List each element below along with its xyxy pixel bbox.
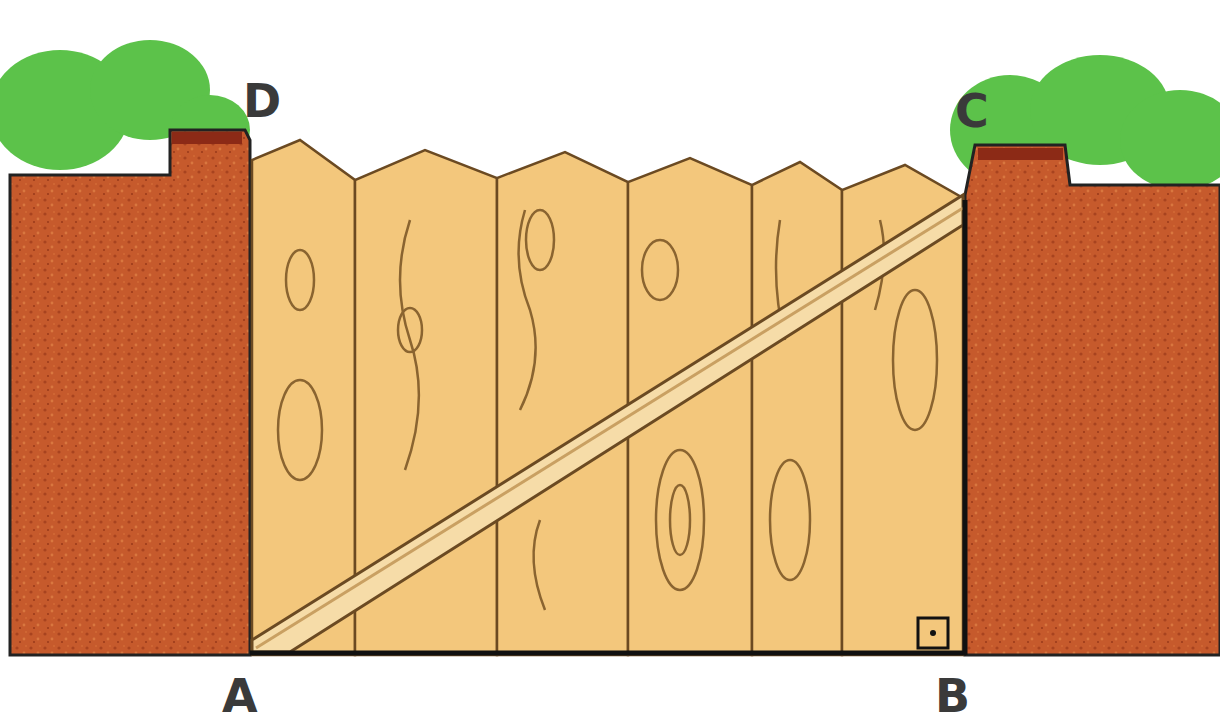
right-wall <box>965 145 1220 655</box>
point-label: B <box>935 673 970 719</box>
wall-cap <box>978 148 1063 160</box>
wood-grain <box>278 210 937 610</box>
gate-planks <box>252 140 963 655</box>
point-label: D <box>243 78 281 124</box>
diagonal-brace <box>252 195 963 652</box>
gate-right-edge <box>963 200 968 655</box>
brace-edge <box>256 208 963 648</box>
right-angle-dot <box>930 630 936 636</box>
point-label: C <box>955 88 989 134</box>
gate-bottom <box>250 651 966 656</box>
right-angle-mark <box>918 618 948 648</box>
left-wall <box>10 130 250 655</box>
wall-cap <box>172 132 242 144</box>
point-label: A <box>222 673 258 719</box>
